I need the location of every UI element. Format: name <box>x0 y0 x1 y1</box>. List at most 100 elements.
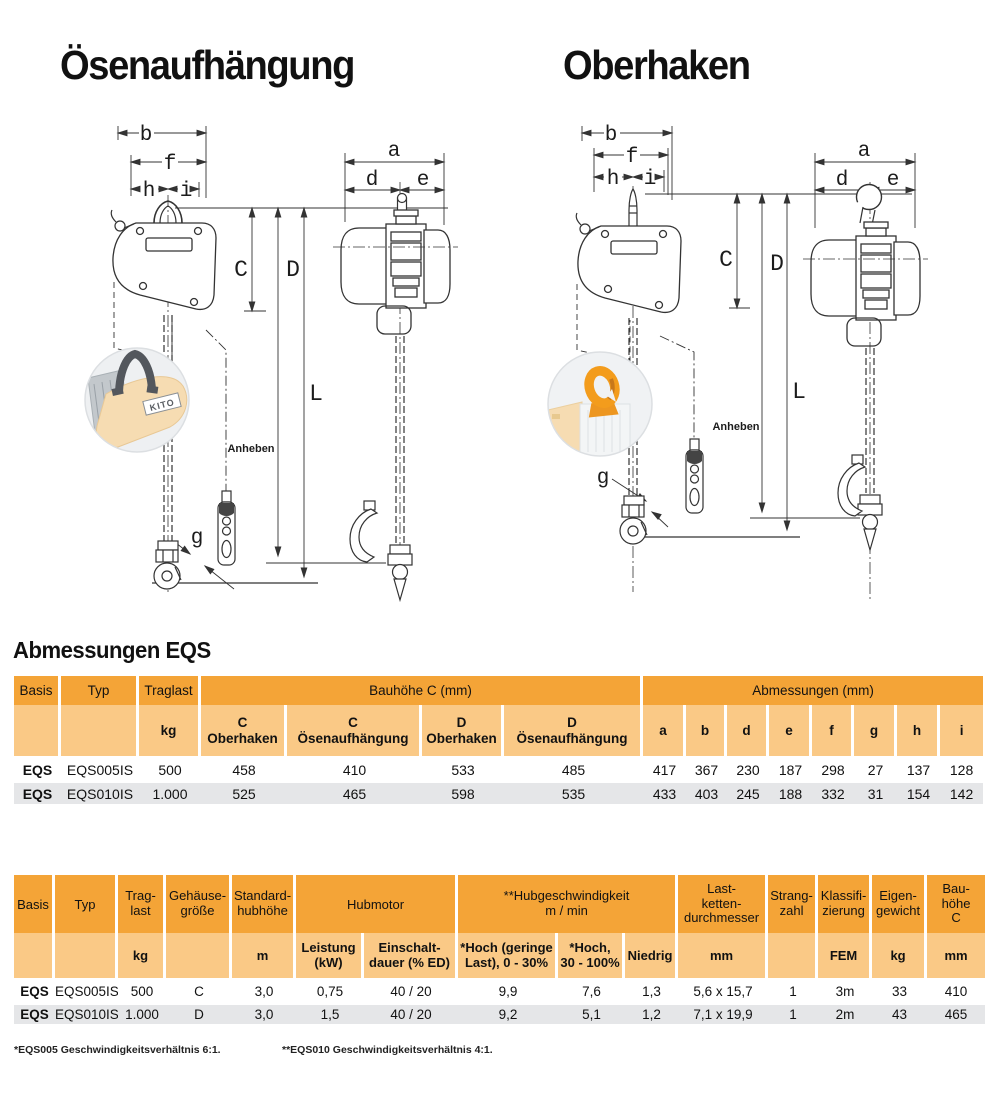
subheader-d-oesenaufhaengung: D Ösenaufhängung <box>504 705 644 756</box>
subheader-f: f <box>812 705 855 756</box>
subheader-b: b <box>686 705 728 756</box>
subheader-einschaltdauer: Einschalt- dauer (% ED) <box>364 933 459 978</box>
limit-lever <box>579 223 591 235</box>
cell: 188 <box>769 780 813 804</box>
cell: 465 <box>287 780 422 804</box>
side-view-hoist-eye <box>332 182 459 602</box>
cell: 33 <box>872 978 928 1001</box>
subheader-hoch: *Hoch, 30 - 100% <box>558 933 626 978</box>
cell: 0,75 <box>296 978 364 1001</box>
cell: 1,5 <box>296 1001 364 1024</box>
cell: 458 <box>201 756 287 780</box>
cell-typ: EQS010IS <box>55 1001 118 1024</box>
cell: C <box>166 978 232 1001</box>
subheader-niedrig: Niedrig <box>625 933 679 978</box>
dim-label-e: e <box>417 169 430 192</box>
table-row: EQS EQS010IS 1.000 D 3,0 1,5 40 / 20 9,2… <box>14 1001 986 1024</box>
pendant-control <box>685 438 704 514</box>
cell: 485 <box>504 756 644 780</box>
cell: 154 <box>897 780 941 804</box>
subheader-kg: kg <box>139 705 201 756</box>
subheader-g: g <box>854 705 898 756</box>
dim-label-h: h <box>607 168 620 191</box>
table-subheader-row: kg C Oberhaken C Ösenaufhängung D Oberha… <box>14 705 984 756</box>
cell: 230 <box>727 756 770 780</box>
header-standardhubhoehe: Standard- hubhöhe <box>232 875 296 933</box>
cell: 3m <box>818 978 873 1001</box>
limit-lever <box>114 220 126 232</box>
bottom-hook <box>619 495 648 545</box>
subheader-fem: FEM <box>818 933 873 978</box>
bottom-hook-side <box>387 544 413 601</box>
dim-label-l: L <box>309 381 323 407</box>
footnote-eqs005: *EQS005 Geschwindigkeitsverhältnis 6:1. <box>14 1044 221 1056</box>
table-group-header-row: Basis Typ Traglast Bauhöhe C (mm) Abmess… <box>14 676 984 705</box>
dim-label-l: L <box>792 379 806 405</box>
cell: 298 <box>812 756 855 780</box>
dim-label-d: d <box>836 169 849 192</box>
header-bauhoehe-group: Bauhöhe C (mm) <box>201 676 644 705</box>
dim-label-f: f <box>626 146 639 169</box>
lowered-hook <box>349 500 378 563</box>
dim-label-c: C <box>719 247 733 273</box>
subheader-empty <box>768 933 819 978</box>
header-klassifizierung: Klassifi- zierung <box>818 875 873 933</box>
cell: 417 <box>643 756 687 780</box>
dim-label-g: g <box>191 527 204 550</box>
header-eigengewicht: Eigen- gewicht <box>872 875 928 933</box>
subheader-e: e <box>769 705 813 756</box>
header-traglast: Trag- last <box>118 875 166 933</box>
bottom-hook <box>153 540 182 590</box>
dimension-lines-left <box>117 126 448 590</box>
diagram-oberhaken: b f h i C D L Anheben a d e g <box>547 124 929 602</box>
cell: 410 <box>287 756 422 780</box>
suspension-eye-side <box>396 192 408 204</box>
dim-label-e: e <box>887 169 900 192</box>
table-row: EQS EQS005IS 500 458 410 533 485 417 367… <box>14 756 984 780</box>
dim-label-d: d <box>366 169 379 192</box>
cell-basis: EQS <box>14 978 55 1001</box>
anheben-label: Anheben <box>227 443 274 455</box>
footnote-eqs010: **EQS010 Geschwindigkeitsverhältnis 4:1. <box>282 1044 493 1056</box>
cell: 332 <box>812 780 855 804</box>
cell: 43 <box>872 1001 928 1024</box>
header-typ: Typ <box>55 875 118 933</box>
cell: 410 <box>927 978 986 1001</box>
subheader-hoch-geringe-last: *Hoch (geringe Last), 0 - 30% <box>458 933 559 978</box>
subheader-empty <box>14 933 55 978</box>
anheben-label: Anheben <box>712 421 759 433</box>
subheader-empty <box>61 705 139 756</box>
subheader-empty <box>166 933 232 978</box>
dim-label-h: h <box>143 180 156 203</box>
cell: 3,0 <box>232 978 296 1001</box>
dim-label-a: a <box>858 140 871 163</box>
cell: 525 <box>201 780 287 804</box>
cell: 1,3 <box>625 978 679 1001</box>
dim-label-b: b <box>605 124 618 147</box>
dim-label-f: f <box>164 153 177 176</box>
header-basis: Basis <box>14 875 55 933</box>
subheader-h: h <box>897 705 941 756</box>
cell: 9,9 <box>458 978 559 1001</box>
subheader-kg: kg <box>872 933 928 978</box>
header-hubmotor-group: Hubmotor <box>296 875 459 933</box>
suspension-eye <box>153 200 183 224</box>
bottom-hook-side <box>857 494 883 551</box>
dim-label-b: b <box>140 124 153 147</box>
cell: D <box>166 1001 232 1024</box>
subheader-mm: mm <box>927 933 986 978</box>
table-row: EQS EQS005IS 500 C 3,0 0,75 40 / 20 9,9 … <box>14 978 986 1001</box>
cell-typ: EQS010IS <box>61 780 139 804</box>
cell: 7,1 x 19,9 <box>678 1001 769 1024</box>
cell: 40 / 20 <box>364 1001 459 1024</box>
title-oberhaken: Oberhaken <box>563 42 751 88</box>
header-lastkettendurchmesser: Last- ketten- durchmesser <box>678 875 769 933</box>
cell-typ: EQS005IS <box>55 978 118 1001</box>
cell: 1 <box>768 1001 819 1024</box>
cell: 5,1 <box>558 1001 626 1024</box>
cell: 137 <box>897 756 941 780</box>
cell: 433 <box>643 780 687 804</box>
cell: 9,2 <box>458 1001 559 1024</box>
subheader-mm: mm <box>678 933 769 978</box>
table-group-header-row: Basis Typ Trag- last Gehäuse- größe Stan… <box>14 875 986 933</box>
